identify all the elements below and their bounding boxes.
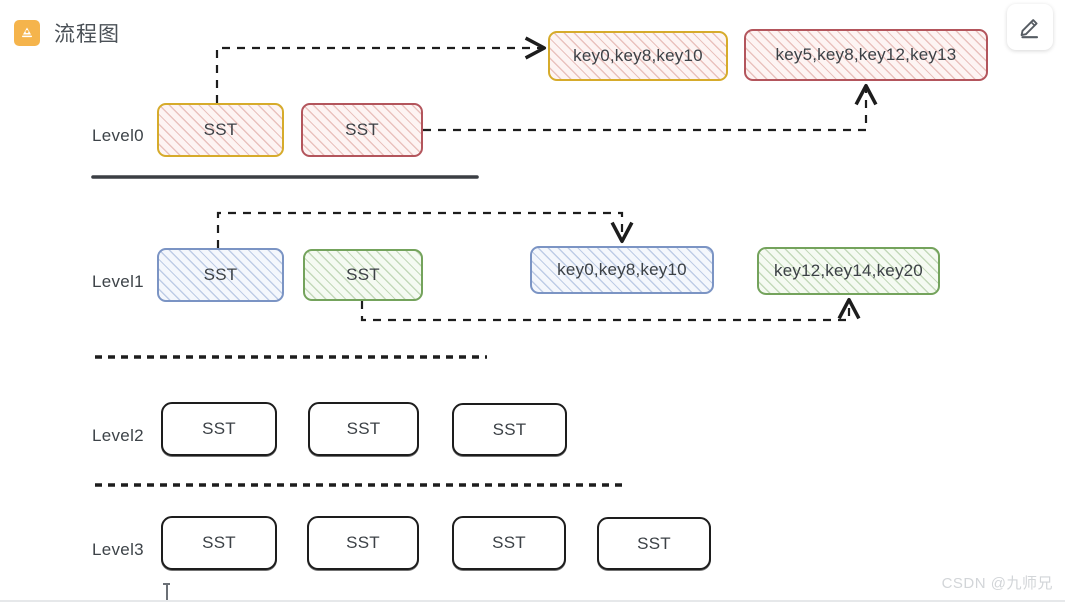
level2-sst-box-1[interactable]: SST <box>161 402 277 456</box>
level1-sst-box-1[interactable]: SST <box>157 248 284 302</box>
level0-sst-box-2[interactable]: SST <box>301 103 423 157</box>
level3-sst-label-2: SST <box>346 533 380 552</box>
level-label-3: Level3 <box>92 540 144 559</box>
document-header: 流程图 <box>14 18 120 48</box>
level3-sst-label-4: SST <box>637 533 671 553</box>
flowchart-icon <box>14 20 40 46</box>
level1-key-label-2: key12,key14,key20 <box>774 261 923 280</box>
level3-sst-box-1[interactable]: SST <box>161 516 277 570</box>
level0-key-label-1: key0,key8,key10 <box>573 46 703 65</box>
level1-sst-box-2[interactable]: SST <box>303 249 423 301</box>
bottom-divider <box>0 600 1065 602</box>
watermark: CSDN @九师兄 <box>941 575 1053 592</box>
level1-sst-label-2: SST <box>346 265 380 284</box>
page-title: 流程图 <box>54 23 120 46</box>
level3-sst-label-3: SST <box>492 533 526 552</box>
level1-key-box-2[interactable]: key12,key14,key20 <box>757 247 940 295</box>
connector-level1-sst2-to-key2 <box>360 297 861 322</box>
level-label-2: Level2 <box>92 426 144 445</box>
text-cursor <box>163 583 170 600</box>
connector-level0-sst2-to-key2 <box>423 83 878 132</box>
level1-sst-label-1: SST <box>203 265 238 284</box>
level2-sst-label-2: SST <box>346 419 381 438</box>
level3-sst-box-3[interactable]: SST <box>452 516 566 570</box>
level0-sst-label-1: SST <box>203 120 238 139</box>
level2-sst-label-1: SST <box>202 419 236 438</box>
level-label-1: Level1 <box>92 272 144 291</box>
level0-sst-box-1[interactable]: SST <box>157 103 284 157</box>
level0-sst-label-2: SST <box>345 120 379 139</box>
level2-sst-box-2[interactable]: SST <box>308 402 419 456</box>
level0-key-box-1[interactable]: key0,key8,key10 <box>548 31 728 81</box>
pencil-edit-icon[interactable] <box>1007 4 1053 50</box>
level0-key-label-2: key5,key8,key12,key13 <box>775 45 957 64</box>
connector-level0-sst1-to-key1 <box>215 36 547 103</box>
level1-key-label-1: key0,key8,key10 <box>557 260 687 279</box>
level1-key-box-1[interactable]: key0,key8,key10 <box>530 246 714 294</box>
connector-level1-sst1-to-key1 <box>216 211 634 248</box>
level3-sst-box-2[interactable]: SST <box>307 516 419 570</box>
level-label-0: Level0 <box>92 126 144 145</box>
level0-key-box-2[interactable]: key5,key8,key12,key13 <box>744 29 988 81</box>
level3-sst-label-1: SST <box>202 533 236 552</box>
level2-sst-label-3: SST <box>492 419 527 439</box>
level3-sst-box-4[interactable]: SST <box>597 517 711 570</box>
level2-sst-box-3[interactable]: SST <box>452 403 567 456</box>
